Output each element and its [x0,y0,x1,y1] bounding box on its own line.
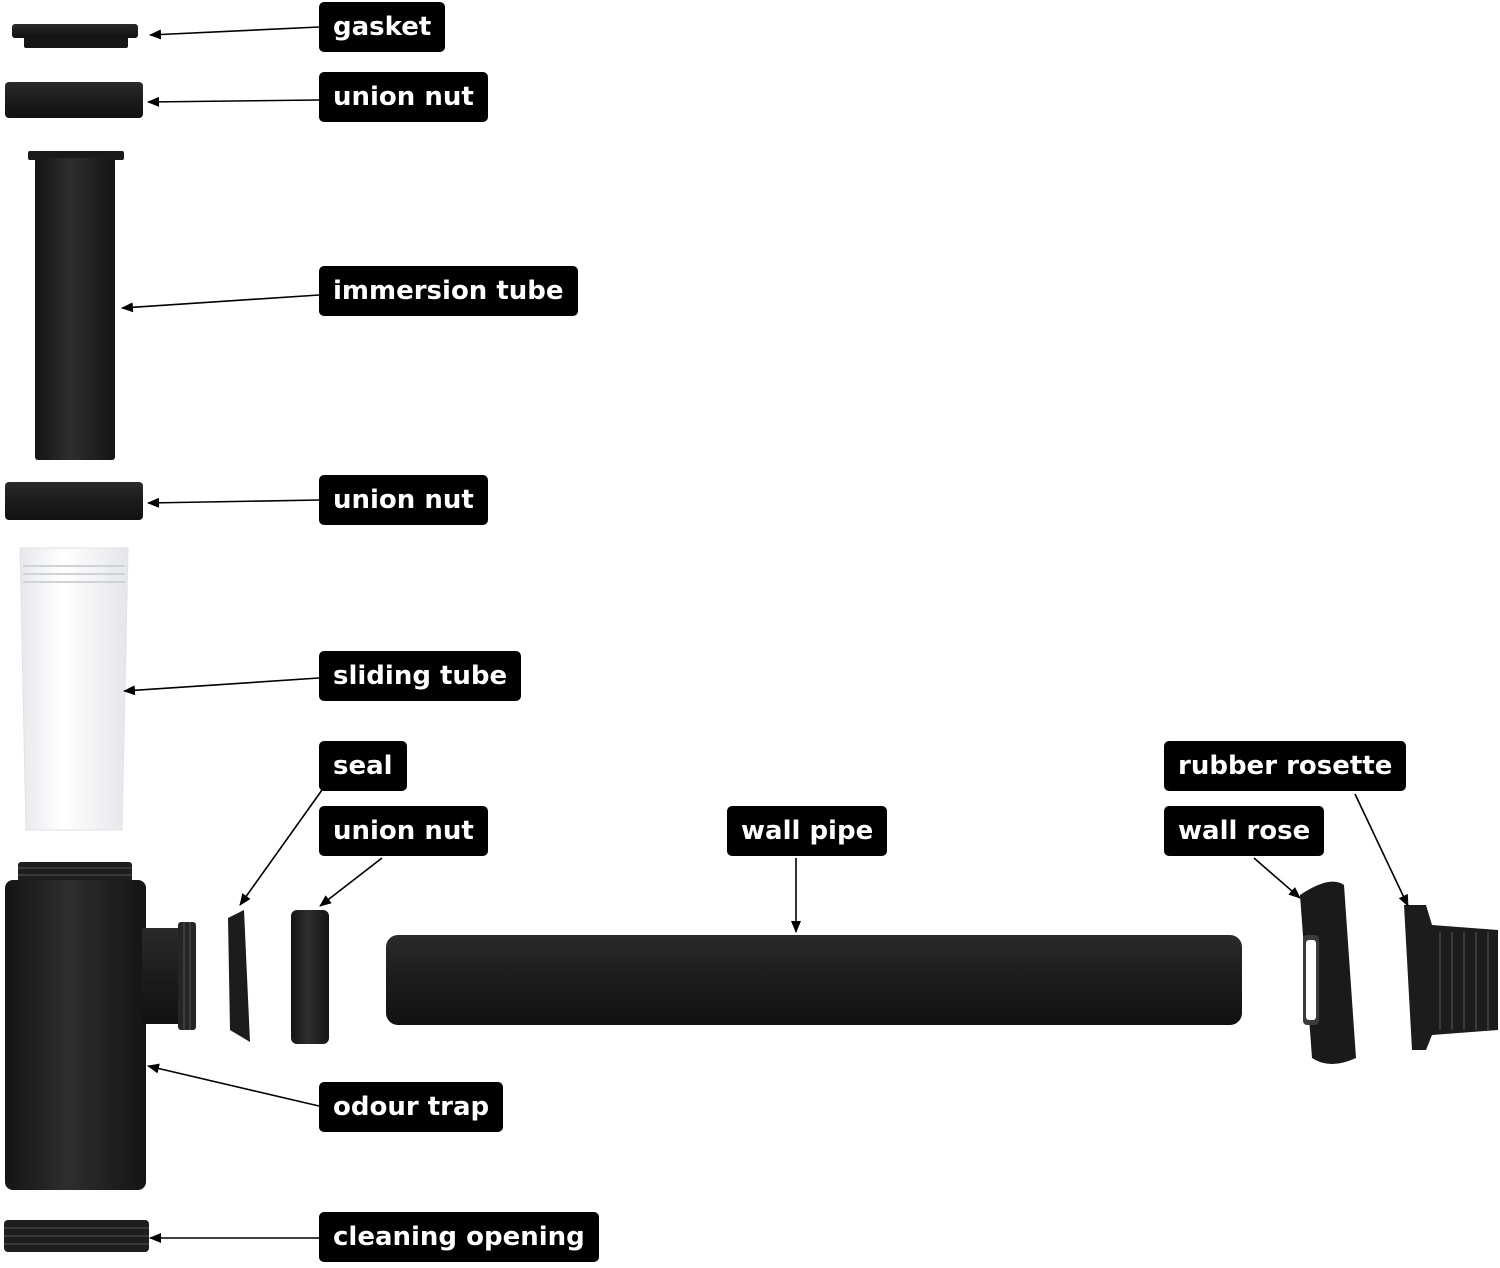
label-odour-trap: odour trap [319,1082,504,1132]
leader-seal [239,789,323,906]
label-gasket: gasket [319,2,446,52]
rubber-rosette-part [1404,905,1498,1050]
label-wall-rose: wall rose [1164,806,1325,856]
odour-trap-part [5,862,196,1190]
wall-rose-part [1300,881,1356,1064]
label-immersion-tube: immersion tube [319,266,578,316]
seal-part [228,910,250,1042]
leader-gasket [149,26,320,40]
label-wall-pipe: wall pipe [727,806,888,856]
label-sliding-tube: sliding tube [319,651,522,701]
leader-odour-trap [147,1063,320,1107]
cleaning-opening-part [4,1220,149,1252]
leader-union-nut-2 [147,497,320,508]
union-nut-part-2 [5,482,143,520]
label-union-nut-3: union nut [319,806,488,856]
label-union-nut-2: union nut [319,475,488,525]
leader-rubber-rosette [1354,793,1409,907]
leader-union-nut-3 [319,857,383,907]
union-nut-part-1 [5,82,143,118]
leader-immersion-tube [121,294,320,313]
label-cleaning-opening: cleaning opening [319,1212,599,1262]
leader-lines [121,26,1409,1243]
label-union-nut-1: union nut [319,72,488,122]
label-seal: seal [319,741,407,791]
gasket-part [12,24,138,48]
leader-sliding-tube [123,677,320,696]
sliding-tube-part [19,547,129,831]
wall-pipe-part [386,935,1242,1025]
leader-wall-rose [1253,857,1301,899]
immersion-tube-part [28,151,124,460]
union-nut-part-3 [291,910,329,1044]
leader-union-nut-1 [147,96,320,107]
label-rubber-rosette: rubber rosette [1164,741,1407,791]
